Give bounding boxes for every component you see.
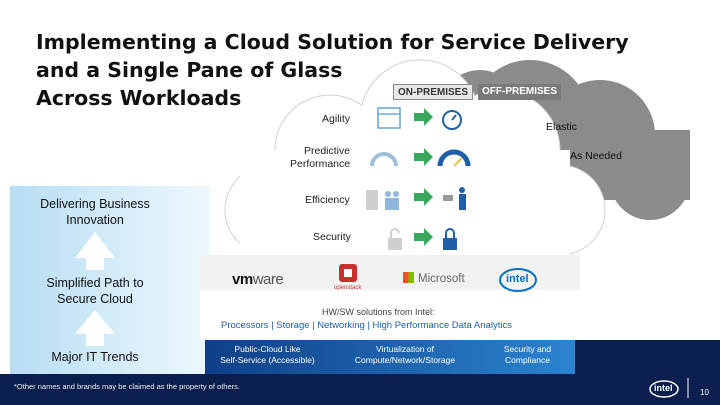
row-label-performance: Predictive Performance: [290, 145, 351, 170]
agility-icons: [377, 107, 462, 130]
row-label-efficiency: Efficiency: [305, 194, 350, 206]
up-arrow-2: [75, 310, 115, 346]
trend-self-service: Public-Cloud Like Self-Service (Accessib…: [220, 344, 315, 365]
stopwatch-icon: [442, 110, 462, 130]
intel-logo-icon: [499, 268, 537, 292]
green-arrow-icon: [414, 148, 433, 166]
row-right-elastic: Elastic: [546, 121, 577, 133]
tab-on-premises: ON-PREMISES: [393, 84, 474, 100]
left-label-trends: Major IT Trends: [51, 350, 139, 364]
vmware-logo-a: vm: [232, 271, 253, 288]
left-panel: [10, 186, 210, 376]
efficiency-icons: [366, 187, 466, 210]
trend-security: Security and Compliance: [503, 344, 552, 365]
server-icon: [443, 195, 453, 201]
person-icon: [459, 187, 465, 193]
gauge-gray-icon: [370, 152, 398, 167]
green-arrow-icon: [414, 188, 433, 206]
row-label-agility: Agility: [322, 113, 351, 125]
title-line-1: Implementing a Cloud Solution for Servic…: [36, 30, 629, 54]
server-stack-icon: [366, 190, 378, 210]
left-label-simplified: Simplified Path to Secure Cloud: [46, 276, 144, 306]
vmware-logo-b: ware: [252, 271, 284, 288]
trend-virtualization: Virtualization of Compute/Network/Storag…: [354, 344, 456, 365]
performance-icons: [370, 148, 471, 167]
solutions-line-1: HW/SW solutions from Intel:: [322, 307, 435, 317]
page-title: Implementing a Cloud Solution for Servic…: [36, 28, 656, 112]
solutions-line-2: Processors | Storage | Networking | High…: [221, 320, 512, 331]
calendar-icon: [377, 107, 401, 129]
page-number: 10: [700, 388, 709, 397]
row-right-as-needed: As Needed: [570, 150, 622, 162]
open-lock-icon: [388, 238, 402, 250]
footer-bar: [0, 374, 720, 405]
microsoft-logo-text: Microsoft: [418, 273, 465, 285]
green-arrow-icon: [414, 228, 433, 246]
row-label-security: Security: [313, 231, 351, 243]
up-arrow-1: [75, 232, 115, 270]
microsoft-squares-icon: [403, 272, 414, 283]
openstack-logo-text: openstack: [334, 285, 362, 291]
footer-right-panel: [575, 340, 720, 376]
title-line-2: and a Single Pane of Glass: [36, 58, 343, 82]
vmware-logo: vmware: [232, 271, 284, 288]
tab-off-premises: OFF-PREMISES: [478, 84, 562, 100]
microsoft-logo: Microsoft: [403, 272, 465, 285]
left-label-delivering: Delivering Business Innovation: [40, 197, 150, 227]
security-icons: [388, 228, 457, 250]
footnote: *Other names and brands may be claimed a…: [14, 382, 240, 391]
intel-logo-text: intel: [506, 273, 529, 285]
title-line-3: Across Workloads: [36, 86, 242, 110]
green-arrow-icon: [414, 108, 433, 126]
gauge-blue-icon: [437, 149, 471, 167]
closed-lock-icon: [443, 238, 457, 250]
trends-band: [205, 340, 575, 376]
footer-intel-logo-icon: [649, 380, 679, 398]
footer-brand: intel: [654, 383, 673, 393]
people-icon: [385, 191, 391, 197]
